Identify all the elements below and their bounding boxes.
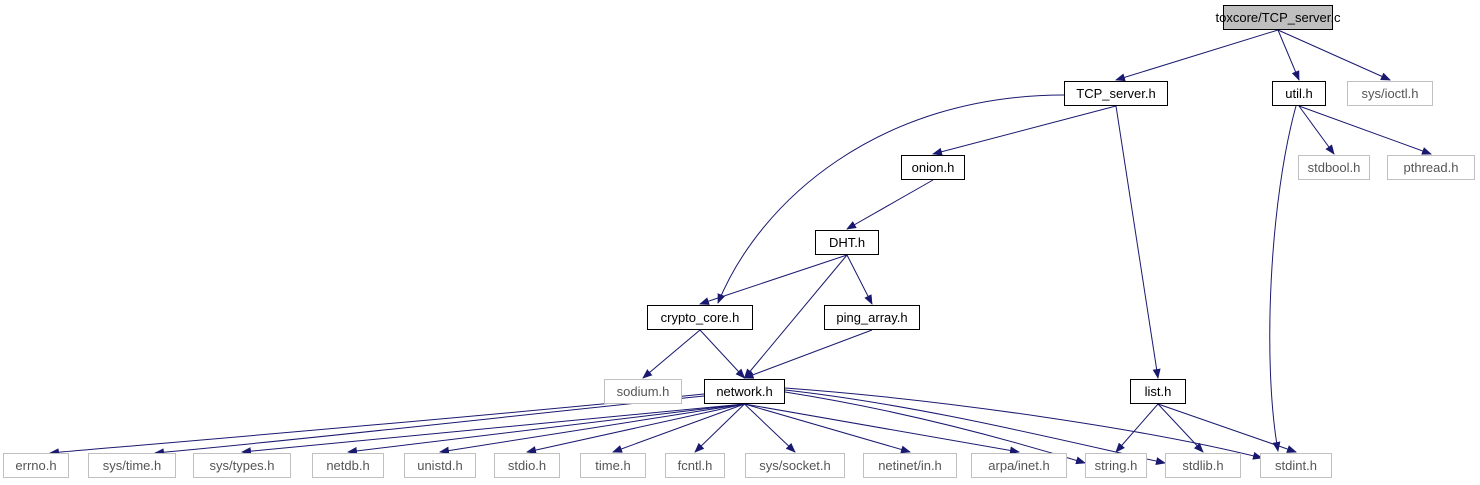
node-arpa-inet-h: arpa/inet.h	[971, 453, 1067, 478]
node-stdio-h: stdio.h	[494, 453, 560, 478]
edge-root-to-sys-ioctl-h	[1277, 29, 1391, 81]
node-crypto-core-h[interactable]: crypto_core.h	[647, 305, 753, 330]
node-netdb-h: netdb.h	[312, 453, 384, 478]
edge-list-h-to-string-h	[1115, 403, 1159, 453]
node-time-h: time.h	[580, 453, 646, 478]
edge-network-h-to-arpa-inet-h	[744, 403, 1020, 455]
edge-network-h-to-netinet-in-h	[744, 403, 911, 454]
edge-tcp-server-h-to-onion-h	[932, 105, 1117, 156]
edge-root-to-tcp-server-h	[1115, 29, 1279, 82]
node-list-h[interactable]: list.h	[1130, 379, 1186, 404]
node-sys-socket-h: sys/socket.h	[745, 453, 845, 478]
edge-tcp-server-h-to-crypto-core-h	[717, 94, 1065, 304]
node-util-h[interactable]: util.h	[1272, 81, 1326, 106]
edge-network-h-to-fcntl-h	[694, 403, 745, 453]
edge-util-h-to-pthread-h	[1298, 105, 1432, 155]
edge-network-h-to-stdint-h	[784, 387, 1263, 460]
node-network-h[interactable]: network.h	[704, 379, 785, 404]
node-stdlib-h: stdlib.h	[1165, 453, 1241, 478]
edge-network-h-to-sys-types-h	[241, 403, 745, 456]
node-sodium-h: sodium.h	[604, 379, 682, 404]
node-unistd-h: unistd.h	[404, 453, 476, 478]
node-ping-array-h[interactable]: ping_array.h	[824, 305, 920, 330]
node-errno-h: errno.h	[3, 453, 69, 478]
edge-crypto-core-h-to-network-h	[699, 329, 746, 379]
edge-onion-h-to-dht-h	[846, 179, 934, 230]
edge-network-h-to-netdb-h	[347, 403, 745, 455]
edge-network-h-to-stdio-h	[526, 403, 745, 454]
edge-root-to-util-h	[1277, 29, 1300, 81]
node-tcp-server-h[interactable]: TCP_server.h	[1064, 81, 1168, 106]
edge-tcp-server-h-to-list-h	[1115, 105, 1161, 379]
edge-list-h-to-stdlib-h	[1157, 403, 1204, 453]
node-onion-h[interactable]: onion.h	[901, 155, 965, 180]
edge-network-h-to-sys-socket-h	[744, 403, 796, 453]
node-fcntl-h: fcntl.h	[665, 453, 725, 478]
node-stdbool-h: stdbool.h	[1298, 155, 1370, 180]
edge-ping-array-h-to-network-h	[743, 329, 873, 379]
node-pthread-h: pthread.h	[1387, 155, 1475, 180]
node-sys-types-h: sys/types.h	[193, 453, 291, 478]
node-sys-ioctl-h: sys/ioctl.h	[1347, 81, 1433, 106]
edge-dht-h-to-network-h	[743, 254, 848, 379]
edge-dht-h-to-crypto-core-h	[699, 254, 848, 305]
edge-network-h-to-unistd-h	[439, 403, 745, 455]
edge-list-h-to-stdint-h	[1157, 403, 1297, 453]
node-string-h: string.h	[1085, 453, 1147, 478]
node-stdint-h: stdint.h	[1260, 453, 1332, 478]
edge-util-h-to-stdint-h	[1269, 105, 1297, 452]
node-dht-h[interactable]: DHT.h	[815, 230, 879, 255]
edge-util-h-to-stdbool-h	[1298, 105, 1335, 155]
node-netinet-in-h: netinet/in.h	[863, 453, 957, 478]
edge-network-h-to-sys-time-h	[154, 395, 705, 457]
edge-dht-h-to-ping-array-h	[846, 254, 873, 305]
node-sys-time-h: sys/time.h	[88, 453, 176, 478]
edge-network-h-to-time-h	[612, 403, 745, 453]
edge-crypto-core-h-to-sodium-h	[642, 329, 701, 379]
node-root: toxcore/TCP_server.c	[1216, 5, 1341, 30]
